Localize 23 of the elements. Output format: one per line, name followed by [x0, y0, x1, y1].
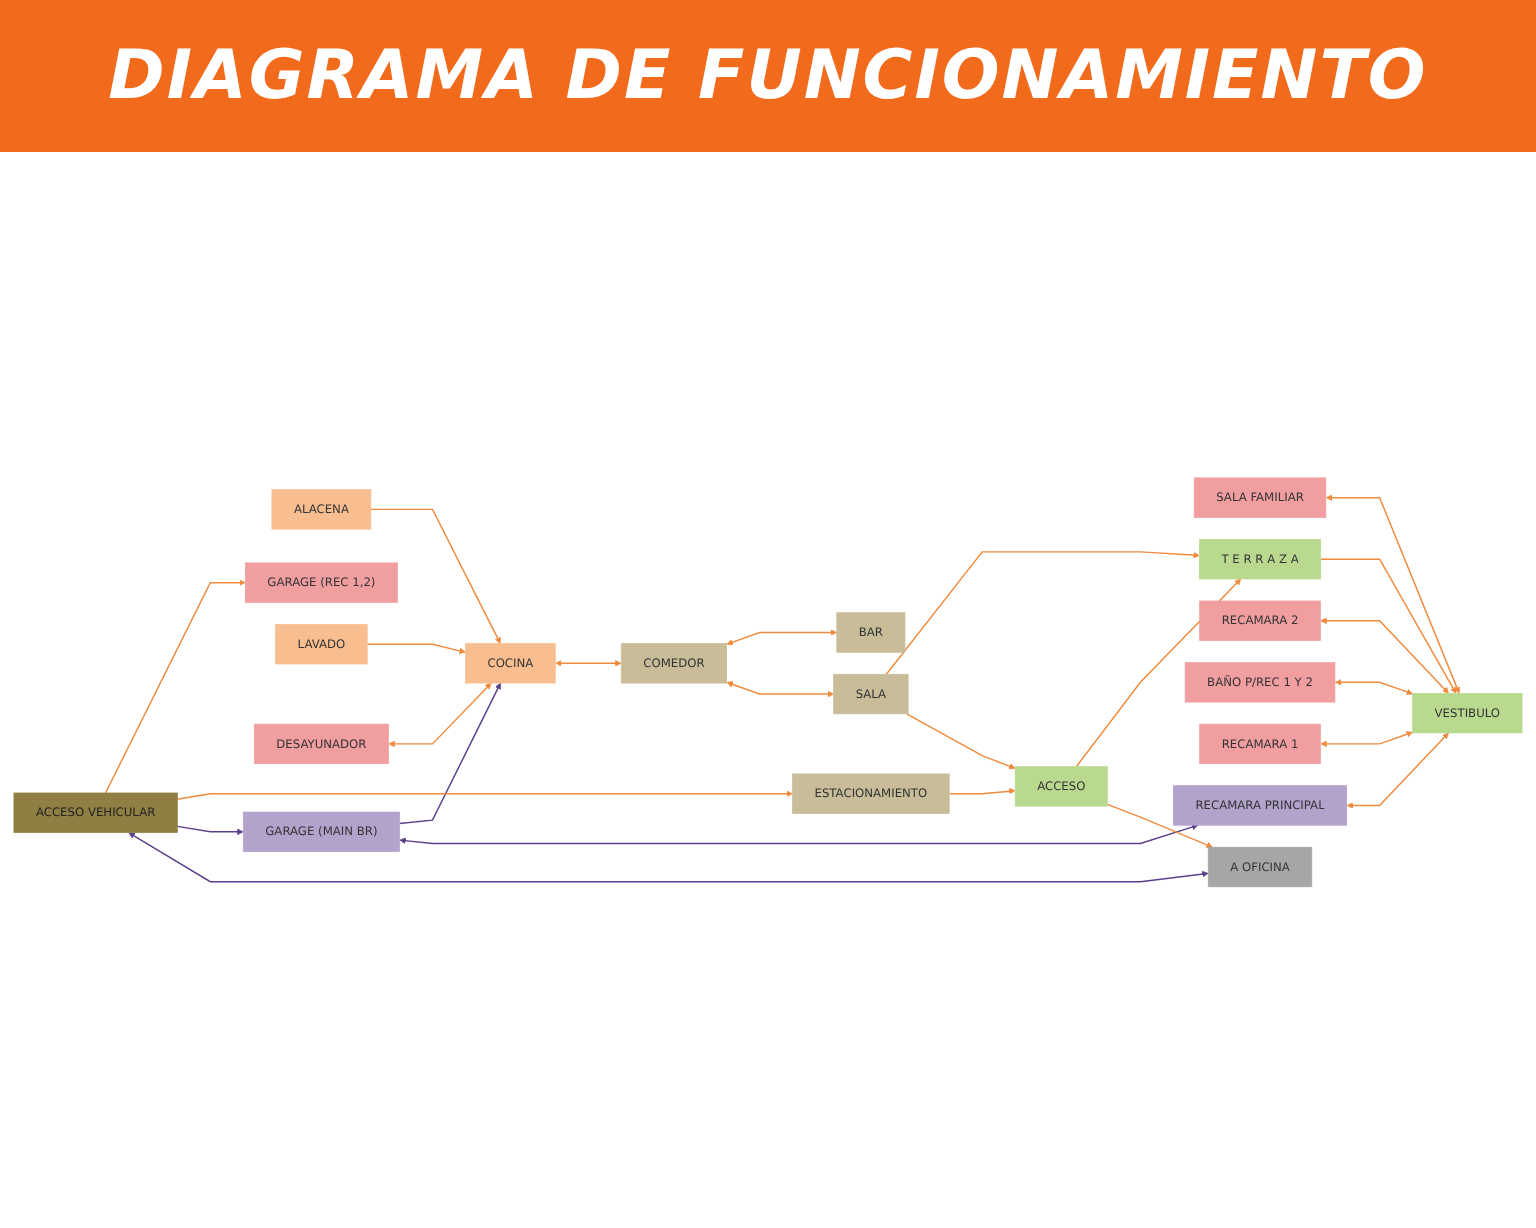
- arrow: [388, 682, 492, 747]
- arrow: [1320, 617, 1449, 694]
- arrow: [1346, 732, 1449, 809]
- arrow: [366, 643, 466, 654]
- arrow: [726, 680, 834, 697]
- arrow: [398, 682, 501, 824]
- arrow: [726, 628, 838, 645]
- arrow: [104, 579, 246, 794]
- arrow: [1320, 730, 1413, 747]
- arrow: [370, 508, 501, 644]
- arrow: [948, 787, 1016, 795]
- arrow: [885, 550, 1200, 675]
- arrow: [1319, 558, 1457, 694]
- title: DIAGRAMA DE FUNCIONAMIENTO: [108, 36, 1428, 116]
- arrow: [1334, 678, 1413, 695]
- arrow: [555, 659, 622, 667]
- arrow: [176, 825, 244, 835]
- arrow: [399, 823, 1199, 844]
- arrow: [176, 790, 793, 800]
- arrow: [128, 832, 1209, 883]
- arrow: [1325, 494, 1461, 694]
- arrow: [905, 712, 1016, 769]
- arrow: [1106, 803, 1213, 848]
